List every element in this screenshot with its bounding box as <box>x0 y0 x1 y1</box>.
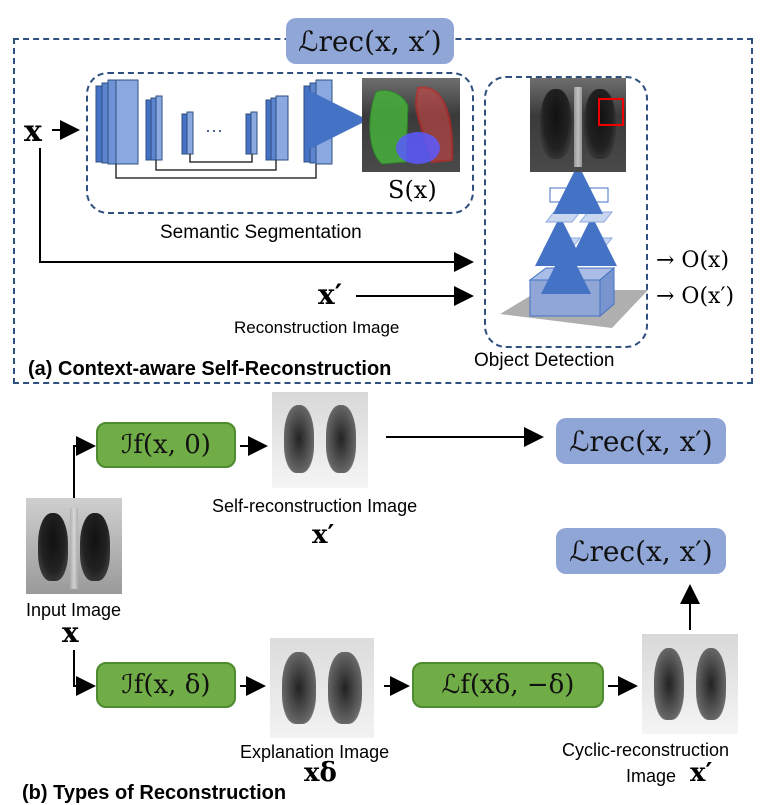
detection-output-image <box>530 78 626 172</box>
detection-region-border <box>484 76 648 348</box>
detection-caption: Object Detection <box>474 350 615 371</box>
if-x-zero-label: ℐf(x, 0) <box>121 430 211 460</box>
self-reconstruction-image <box>272 392 368 488</box>
input-image-caption: Input Image <box>26 600 122 620</box>
detection-network <box>500 164 648 328</box>
if-x-zero-box: ℐf(x, 0) <box>96 422 236 468</box>
cyclic-caption-line2: Image <box>626 766 677 786</box>
input-x-label: x <box>24 114 42 149</box>
panel-b-title: (b) Types of Reconstruction <box>22 782 287 804</box>
unet-ellipsis: ··· <box>205 120 223 140</box>
segmentation-output-label: S(x) <box>388 176 437 204</box>
top-loss-box: ℒrec(x, x′) <box>286 18 454 64</box>
self-reconstruction-symbol: x′ <box>312 520 335 550</box>
segmentation-region-border <box>86 72 474 214</box>
bottom-loss-label-top: ℒrec(x, x′) <box>569 424 713 458</box>
explanation-image <box>270 638 374 738</box>
reconstruction-symbol: x′ <box>318 278 343 311</box>
detection-bounding-box <box>598 98 624 126</box>
output-o-xprime: → O(x′) <box>656 284 735 309</box>
segmentation-output-image <box>362 78 460 172</box>
cyclic-caption-line1: Cyclic-reconstruction <box>562 740 730 760</box>
cyclic-reconstruction-image <box>642 634 738 734</box>
bottom-loss-box-mid: ℒrec(x, x′) <box>556 528 726 574</box>
input-image-symbol: x <box>62 616 79 649</box>
output-o-x: → O(x) <box>656 248 730 273</box>
lf-box: ℒf(xδ, −δ) <box>412 662 604 708</box>
lf-label: ℒf(xδ, −δ) <box>441 670 575 700</box>
explanation-caption: Explanation Image <box>240 742 390 762</box>
input-image <box>26 498 122 594</box>
if-x-delta-label: ℐf(x, δ) <box>121 670 211 700</box>
self-reconstruction-caption: Self-reconstruction Image <box>212 496 418 516</box>
bottom-loss-label-mid: ℒrec(x, x′) <box>569 534 713 568</box>
panel-a-title: (a) Context-aware Self-Reconstruction <box>28 358 392 380</box>
top-loss-label: ℒrec(x, x′) <box>298 24 442 58</box>
if-x-delta-box: ℐf(x, δ) <box>96 662 236 708</box>
explanation-symbol: xδ <box>304 758 337 788</box>
reconstruction-caption: Reconstruction Image <box>234 318 400 337</box>
cyclic-symbol: x′ <box>690 758 713 788</box>
bottom-loss-box-top: ℒrec(x, x′) <box>556 418 726 464</box>
segmentation-caption: Semantic Segmentation <box>160 222 362 243</box>
